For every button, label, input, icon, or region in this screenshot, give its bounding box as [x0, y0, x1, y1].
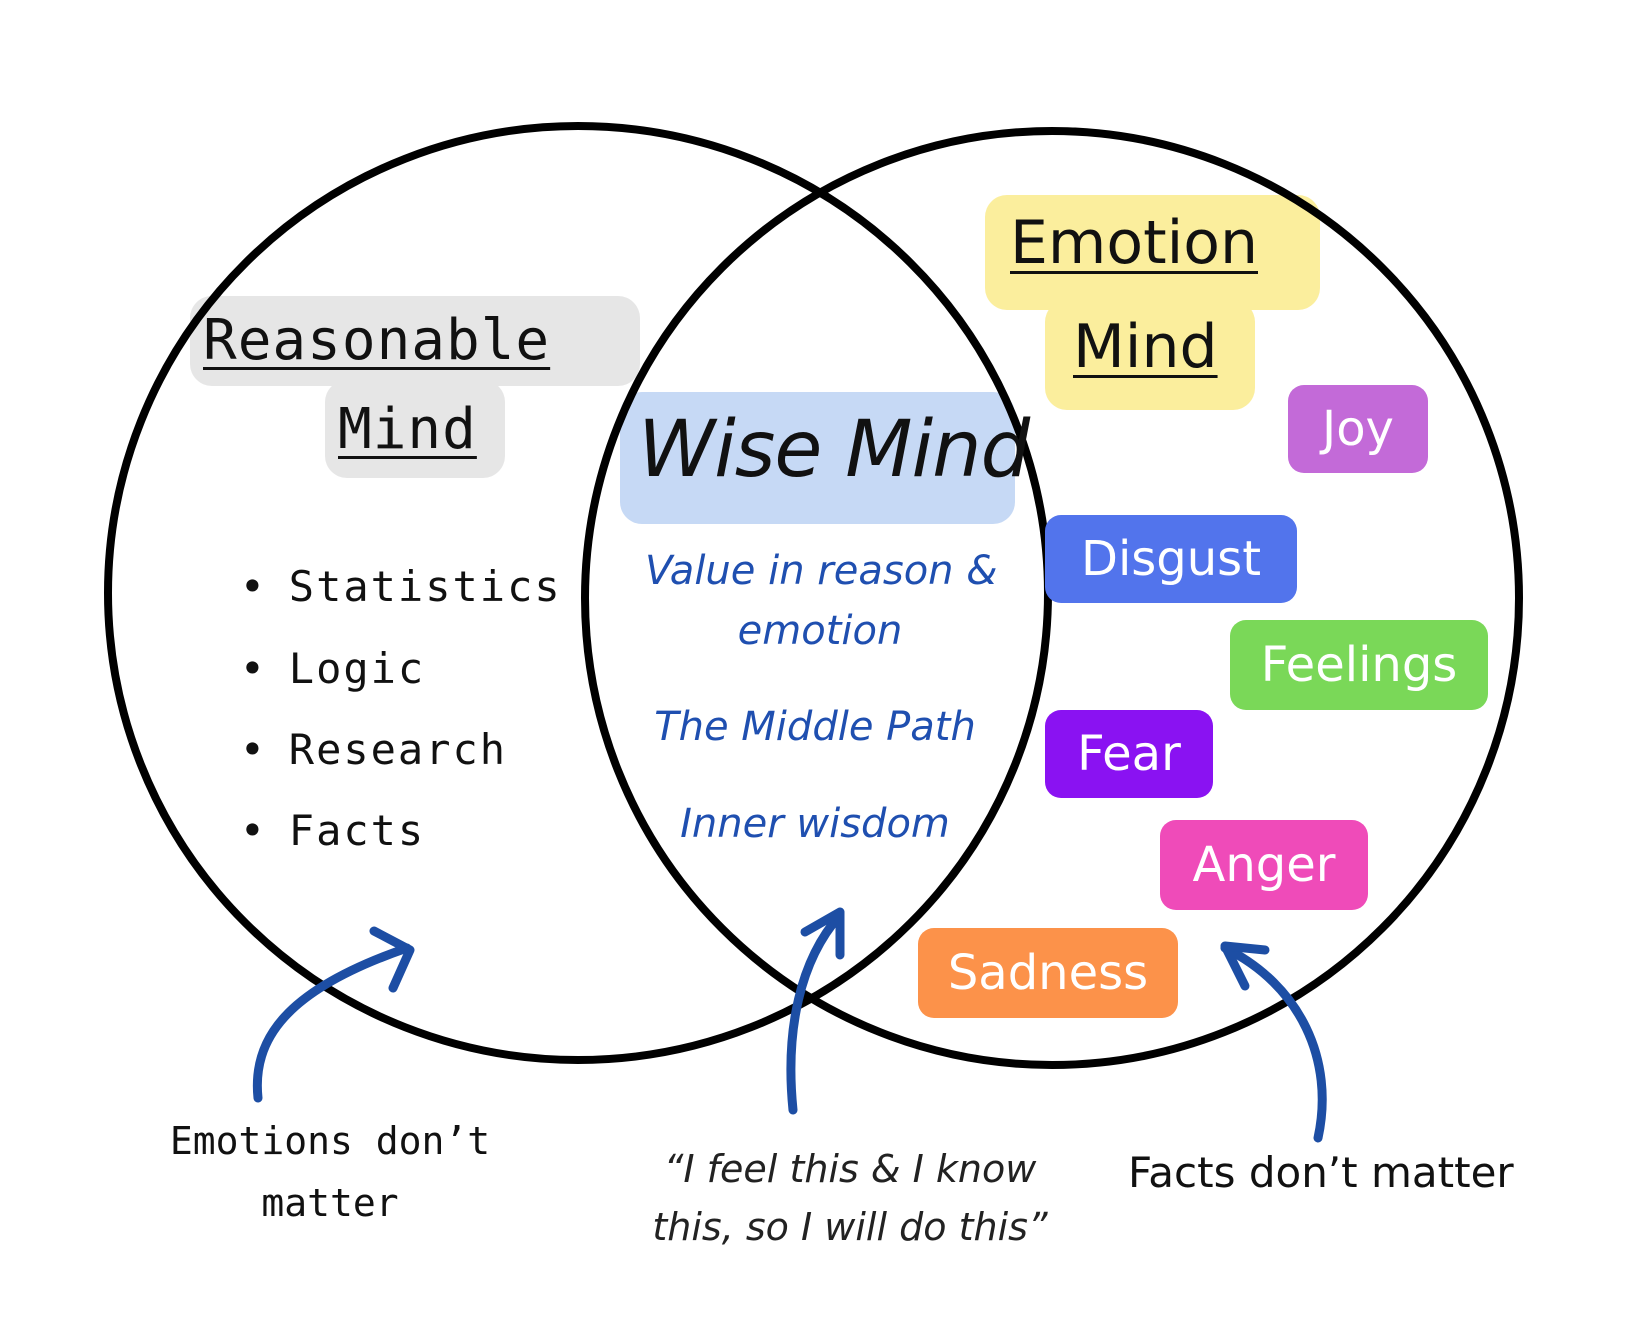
emotion-mind-circle: [581, 127, 1523, 1069]
wise-mind-line2: emotion: [737, 608, 903, 654]
bullet-dot-icon: •: [240, 644, 267, 693]
reasonable-mind-title-line2: Mind: [338, 397, 477, 462]
annotation-center-line1: “I feel this & I know: [663, 1147, 1037, 1191]
reasonable-mind-title-line1: Reasonable: [203, 308, 551, 373]
arrow-right-icon: [1220, 941, 1327, 1143]
reasonable-mind-highlight-top: [190, 296, 640, 386]
wise-mind-line3: The Middle Path: [654, 704, 976, 750]
bullet-item: •Research: [240, 725, 508, 774]
bullet-item: •Statistics: [240, 562, 562, 611]
annotation-center: “I feel this & I know this, so I will do…: [640, 1140, 1060, 1256]
emotion-chip-anger: Anger: [1160, 820, 1368, 910]
emotion-mind-highlight-bottom: [1045, 300, 1255, 410]
bullet-dot-icon: •: [240, 806, 267, 855]
wise-mind-highlight: [620, 392, 1015, 524]
emotion-chip-sadness: Sadness: [918, 928, 1178, 1018]
emotion-chip-fear: Fear: [1045, 710, 1213, 798]
emotion-chip-joy: Joy: [1288, 385, 1428, 473]
wise-mind-title: Wise Mind: [638, 405, 1030, 495]
arrow-center-icon: [786, 907, 845, 1115]
reasonable-mind-highlight-bottom: [325, 380, 505, 478]
bullet-item: •Facts: [240, 806, 426, 855]
emotion-chip-disgust: Disgust: [1045, 515, 1297, 603]
wise-mind-line4: Inner wisdom: [680, 801, 950, 847]
bullet-dot-icon: •: [240, 725, 267, 774]
emotion-mind-title-line1: Emotion: [1010, 208, 1258, 278]
emotion-mind-title-line2: Mind: [1073, 312, 1218, 382]
emotion-mind-highlight-top: [985, 195, 1320, 310]
annotation-right: Facts don’t matter: [1128, 1148, 1514, 1197]
annotation-left-line1: Emotions don’t: [169, 1119, 491, 1163]
annotation-left-line2: matter: [261, 1181, 399, 1225]
annotation-center-line2: this, so I will do this”: [652, 1205, 1048, 1249]
annotation-left: Emotions don’t matter: [145, 1110, 515, 1234]
bullet-dot-icon: •: [240, 562, 267, 611]
emotion-chip-feelings: Feelings: [1230, 620, 1488, 710]
arrow-left-icon: [252, 926, 415, 1103]
wise-mind-line1: Value in reason &: [645, 548, 998, 594]
bullet-item: •Logic: [240, 644, 426, 693]
